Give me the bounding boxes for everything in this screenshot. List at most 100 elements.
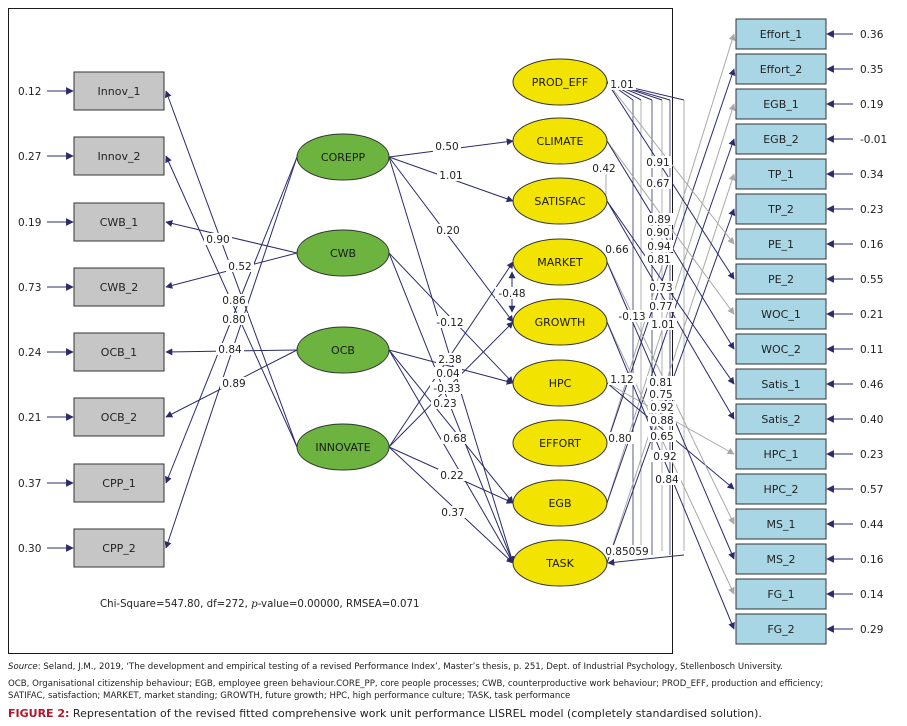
structural-label: 0.50 bbox=[435, 141, 458, 153]
loading-label: 0.90 bbox=[206, 234, 229, 246]
indicator-innov-1: Innov_10.12 bbox=[18, 71, 165, 111]
latent-label: INNOVATE bbox=[315, 441, 370, 454]
error-variance-label: 0.35 bbox=[860, 64, 883, 76]
error-variance-label: 0.11 bbox=[860, 344, 883, 356]
fit-text-prefix: Chi-Square=547.80, df=272, bbox=[100, 599, 252, 610]
indicator-box bbox=[735, 158, 827, 190]
indicator-box bbox=[735, 508, 827, 540]
label-bg bbox=[220, 294, 248, 306]
latent-label: SATISFAC bbox=[534, 195, 585, 208]
structural-label: 1.01 bbox=[439, 170, 462, 182]
nodes: Innov_10.12Innov_20.27CWB_10.19CWB_20.73… bbox=[18, 18, 887, 645]
indicator-box bbox=[735, 403, 827, 435]
loading-label: 0.52 bbox=[228, 261, 251, 273]
structural-path bbox=[388, 446, 514, 564]
indicator-box bbox=[735, 53, 827, 85]
error-variance-label: 0.44 bbox=[860, 519, 884, 531]
latent-ellipse bbox=[512, 117, 608, 165]
latent-label: CWB bbox=[330, 247, 356, 260]
indicator-box bbox=[735, 193, 827, 225]
indicator-box bbox=[735, 263, 827, 295]
indicator-ocb-1: OCB_1 0.24 bbox=[18, 332, 165, 372]
indicator-effort-2: Effort_2 0.35 bbox=[735, 53, 883, 85]
indicator-label: OCB_1 bbox=[101, 346, 137, 359]
indicator-box bbox=[735, 18, 827, 50]
latent-ellipse bbox=[512, 238, 608, 286]
structural-label: 0.20 bbox=[436, 225, 459, 237]
latent-ellipse bbox=[512, 479, 608, 527]
structural-label: 0.37 bbox=[441, 507, 464, 519]
error-variance-label: 0.23 bbox=[860, 204, 883, 216]
label-bg bbox=[495, 287, 529, 299]
indicator-box bbox=[735, 88, 827, 120]
indicator-box bbox=[73, 528, 165, 568]
diagram-frame bbox=[8, 8, 673, 654]
loading-label: 0.80 bbox=[222, 314, 245, 326]
indicator-label: MS_1 bbox=[767, 518, 796, 531]
indicator-box bbox=[73, 202, 165, 242]
latent-hpc: HPC bbox=[512, 359, 608, 407]
latent-ellipse bbox=[296, 229, 390, 277]
error-variance-label: 0.24 bbox=[18, 347, 42, 359]
error-variance-label: 0.73 bbox=[18, 282, 41, 294]
label-bg bbox=[615, 310, 649, 322]
path-labels: 0.900.520.860.800.840.890.501.010.20-0.1… bbox=[204, 78, 681, 558]
indicator-box bbox=[735, 473, 827, 505]
latent-egb: EGB bbox=[512, 479, 608, 527]
latent-task: TASK bbox=[512, 539, 608, 587]
loading-label: 0.73 bbox=[649, 282, 672, 294]
loading-label: 0.81 bbox=[647, 254, 670, 266]
indicator-label: WOC_2 bbox=[761, 343, 801, 356]
loading-label: 0.84 bbox=[655, 474, 679, 486]
latent-label: MARKET bbox=[537, 256, 583, 269]
loading-label: 0.91 bbox=[646, 157, 669, 169]
label-bg bbox=[651, 450, 679, 462]
indicator-label: Effort_2 bbox=[760, 63, 803, 76]
indicator-label: CPP_2 bbox=[102, 542, 135, 555]
structural-path bbox=[388, 349, 514, 504]
structural-label: 0.66 bbox=[605, 244, 629, 256]
indicator-label: CWB_2 bbox=[100, 281, 139, 294]
structural-label: -0.48 bbox=[498, 288, 525, 300]
latent-satisfac: SATISFAC bbox=[512, 177, 608, 225]
error-variance-label: 0.40 bbox=[860, 414, 883, 426]
error-variance-label: 0.14 bbox=[860, 589, 884, 601]
label-bg bbox=[441, 432, 469, 444]
label-bg bbox=[648, 401, 676, 413]
structural-label: -0.33 bbox=[433, 383, 460, 395]
label-bg bbox=[433, 140, 461, 152]
structural-label: 0.68 bbox=[443, 433, 466, 445]
structural-label: 0.04 bbox=[436, 368, 460, 380]
latent-corepp: COREPP bbox=[296, 133, 390, 181]
latent-ocb: OCB bbox=[296, 326, 390, 374]
label-bg bbox=[220, 313, 248, 325]
structural-label: -0.13 bbox=[618, 311, 645, 323]
latent-ellipse bbox=[296, 423, 390, 471]
loading-label: 0.92 bbox=[650, 402, 673, 414]
latent-effort: EFFORT bbox=[512, 419, 608, 467]
latent-prod-eff: PROD_EFF bbox=[512, 58, 608, 106]
figure-text: Representation of the revised fitted com… bbox=[69, 707, 762, 720]
loading-label: 0.86 bbox=[222, 295, 246, 307]
indicator-label: CPP_1 bbox=[102, 477, 135, 490]
indicator-woc-2: WOC_2 0.11 bbox=[735, 333, 883, 365]
label-bg bbox=[649, 318, 677, 330]
latent-label: EGB bbox=[548, 497, 571, 510]
latent-label: PROD_EFF bbox=[532, 76, 589, 89]
label-bg bbox=[226, 260, 254, 272]
label-bg bbox=[220, 377, 248, 389]
indicator-label: FG_2 bbox=[767, 623, 794, 636]
indicator-box bbox=[735, 333, 827, 365]
source-caption: Source: Seland, J.M., 2019, ‘The develop… bbox=[8, 662, 783, 672]
indicator-box bbox=[73, 71, 165, 111]
indicator-label: EGB_2 bbox=[763, 133, 799, 146]
loading-path bbox=[606, 173, 736, 564]
indicator-box bbox=[73, 267, 165, 307]
latent-ellipse bbox=[296, 133, 390, 181]
label-bg bbox=[647, 281, 675, 293]
loading-label: 0.84 bbox=[218, 344, 242, 356]
